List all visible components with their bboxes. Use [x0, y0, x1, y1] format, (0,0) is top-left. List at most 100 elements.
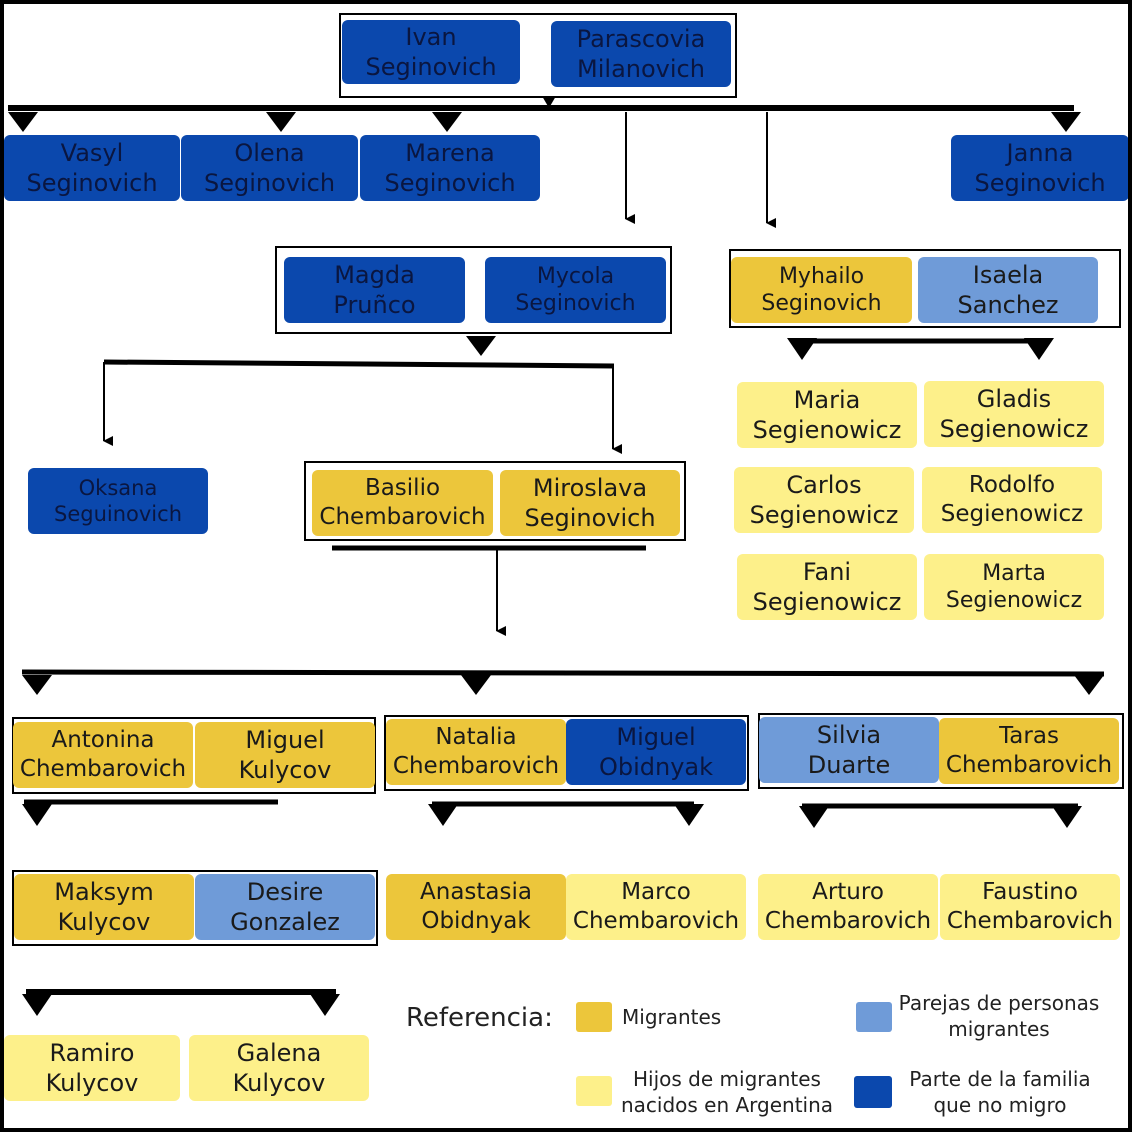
- first-name: Maria: [793, 386, 861, 414]
- last-name: Seginovich: [203, 169, 336, 197]
- couple-frame-magda-mycola: [275, 246, 672, 334]
- last-name: Gonzalez: [230, 908, 340, 936]
- arrow-head: [1074, 675, 1104, 695]
- arrow-head: [674, 804, 704, 826]
- arrow-head: [266, 112, 296, 132]
- last-name: Obidnyak: [598, 753, 714, 781]
- level3-bar: [21, 669, 1105, 677]
- first-name: Desire: [246, 878, 324, 906]
- last-name: Segienowicz: [939, 415, 1089, 443]
- arrow-head: [432, 112, 462, 132]
- last-name: Chembarovich: [946, 908, 1114, 934]
- legend-parejas-line2: migrantes: [948, 1017, 1050, 1041]
- first-name: Oksana: [78, 475, 158, 500]
- first-name: Vasyl: [60, 139, 124, 167]
- last-name: Seginovich: [515, 291, 636, 316]
- first-name: Silvia: [816, 721, 882, 749]
- arrow-head: [22, 994, 52, 1016]
- last-name: Segienowicz: [940, 501, 1084, 527]
- last-name: Segienowicz: [749, 501, 899, 529]
- arrow-head: [22, 675, 52, 695]
- arrow-head: [8, 112, 38, 132]
- first-name: Olena: [234, 139, 305, 167]
- last-name: Chembarovich: [319, 504, 486, 530]
- first-name: Isaela: [972, 261, 1044, 289]
- legend-swatch-hijos: [576, 1076, 612, 1106]
- last-name: Seguinovich: [54, 502, 182, 526]
- last-name: Segienowicz: [752, 588, 902, 616]
- first-name: Basilio: [364, 475, 441, 502]
- first-name: Maksym: [54, 878, 154, 906]
- last-name: Pruñco: [333, 291, 416, 319]
- first-name: Anastasia: [420, 879, 532, 906]
- legend-hijos-line2: nacidos en Argentina: [620, 1093, 834, 1117]
- arrow-head: [799, 806, 829, 828]
- first-name: Carlos: [786, 471, 862, 499]
- arrow-head: [461, 675, 491, 695]
- last-name: Seginovich: [524, 504, 656, 532]
- last-name: Seginovich: [384, 169, 516, 197]
- first-name: Miroslava: [532, 474, 648, 502]
- legend-parejas: Parejas de personas migrantes: [892, 990, 1106, 1042]
- first-name: Miguel: [616, 723, 696, 751]
- last-name: Seginovich: [974, 169, 1106, 197]
- last-name: Chembarovich: [19, 756, 187, 782]
- last-name: Segienowicz: [752, 416, 902, 444]
- last-name: Obidnyak: [421, 908, 531, 934]
- couple-frame-basilio-miroslava: [304, 461, 686, 541]
- legend-no-migro: Parte de la familia que no migro: [900, 1066, 1100, 1118]
- first-name: Faustino: [982, 879, 1078, 906]
- last-name: Kulycov: [238, 756, 332, 784]
- first-name: Janna: [1006, 139, 1074, 167]
- arrow-head: [22, 804, 52, 826]
- last-name: Duarte: [807, 751, 891, 779]
- legend-swatch-parejas: [856, 1002, 892, 1032]
- arrow-head: [466, 336, 496, 356]
- arrow-head: [787, 338, 817, 360]
- last-name: Kulycov: [232, 1069, 326, 1097]
- first-name: Mycola: [536, 263, 615, 289]
- first-name: Ramiro: [49, 1039, 135, 1067]
- first-name: Gladis: [976, 385, 1052, 413]
- couple-frame-maksym-desire: [12, 870, 378, 946]
- arrow-head: [1051, 112, 1081, 132]
- first-name: Marco: [621, 879, 691, 906]
- arrow-head: [1024, 338, 1054, 360]
- last-name: Sanchez: [957, 291, 1059, 319]
- magda-children-bar: [103, 359, 615, 369]
